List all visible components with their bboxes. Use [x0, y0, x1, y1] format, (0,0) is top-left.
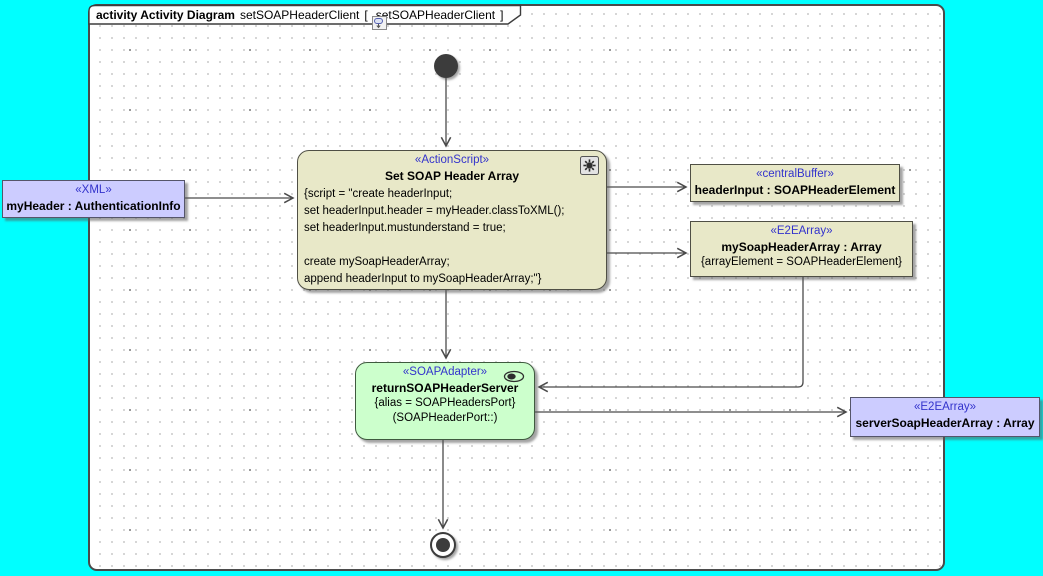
array-name: serverSoapHeaderArray : Array [855, 416, 1035, 430]
object-node-serversoapheaderarray[interactable]: «E2EArray» serverSoapHeaderArray : Array [850, 397, 1040, 437]
action-name: Set SOAP Header Array [384, 169, 520, 183]
activity-final-node[interactable] [430, 532, 456, 558]
stereotype-label: «centralBuffer» [756, 168, 834, 180]
stereotype-label: «ActionScript» [414, 154, 490, 166]
stereotype-label: «XML» [75, 184, 112, 196]
buffer-name: headerInput : SOAPHeaderElement [694, 183, 896, 197]
frame-kind-label: activity Activity Diagram [96, 7, 235, 22]
action-node-set-soap-header-array[interactable]: «ActionScript» Set SOAP Header Array {sc… [297, 150, 607, 290]
stereotype-label: «E2EArray» [913, 401, 976, 413]
oval-icon [503, 370, 525, 388]
adapter-alias: {alias = SOAPHeadersPort} [374, 397, 516, 409]
adapter-name: returnSOAPHeaderServer [371, 381, 519, 395]
frame-tab-shape [88, 4, 522, 25]
adapter-port: (SOAPHeaderPort::) [392, 412, 498, 424]
object-name: myHeader : AuthenticationInfo [6, 199, 181, 213]
frame-diagram-name: setSOAPHeaderClient [239, 7, 360, 22]
initial-node[interactable] [434, 54, 458, 78]
final-node-dot [436, 538, 450, 552]
gear-icon [580, 156, 599, 180]
script-line: set headerInput.header = myHeader.classT… [304, 205, 565, 217]
array-constraint: {arrayElement = SOAPHeaderElement} [700, 256, 903, 268]
frame-open-bracket: [ [364, 7, 368, 22]
script-line: set headerInput.mustunderstand = true; [304, 222, 506, 234]
script-line: append headerInput to mySoapHeaderArray;… [304, 273, 542, 285]
array-name: mySoapHeaderArray : Array [721, 240, 882, 254]
diagram-frame-title-tab[interactable]: activity Activity Diagram setSOAPHeaderC… [88, 4, 522, 30]
central-buffer-node-headerinput[interactable]: «centralBuffer» headerInput : SOAPHeader… [690, 164, 900, 202]
action-node-returnsoapheaderserver[interactable]: «SOAPAdapter» returnSOAPHeaderServer {al… [355, 362, 535, 440]
frame-ref-name: setSOAPHeaderClient [375, 7, 496, 22]
frame-close-bracket: ] [500, 7, 504, 22]
stereotype-label: «E2EArray» [770, 225, 833, 237]
object-node-mysoapheaderarray[interactable]: «E2EArray» mySoapHeaderArray : Array {ar… [690, 221, 913, 277]
stereotype-label: «SOAPAdapter» [402, 366, 488, 378]
script-line: {script = "create headerInput; [304, 188, 453, 200]
object-node-myheader[interactable]: «XML» myHeader : AuthenticationInfo [2, 180, 185, 218]
script-line: create mySoapHeaderArray; [304, 256, 450, 268]
script-line [304, 237, 600, 254]
